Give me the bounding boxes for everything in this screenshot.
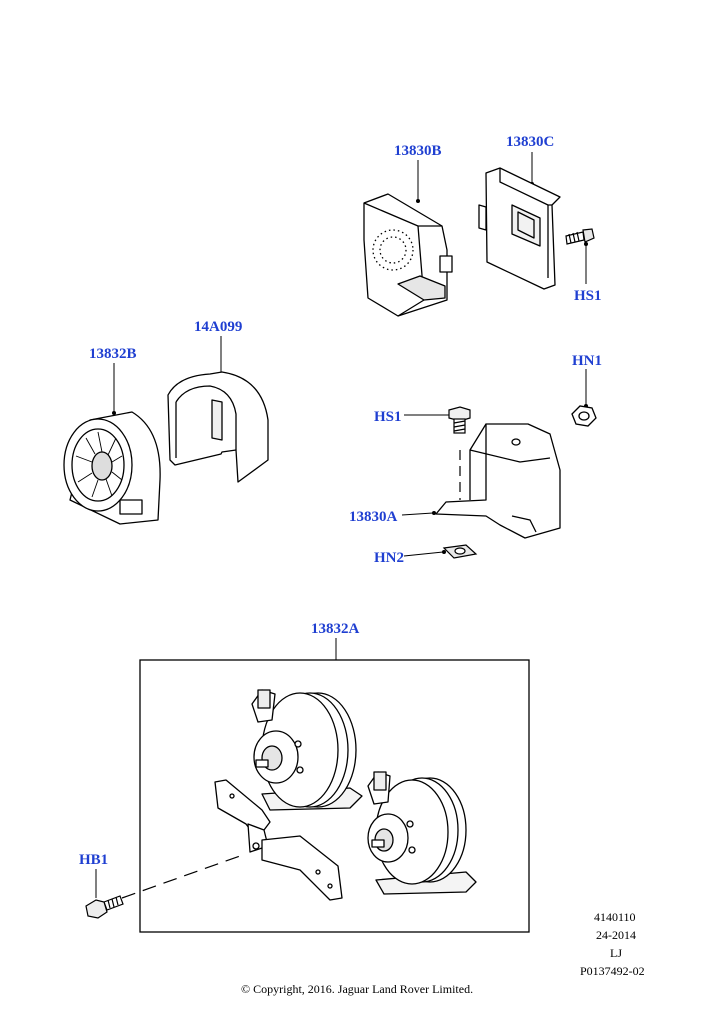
horn-low-tone — [251, 689, 363, 811]
clip-nut-HN2 — [442, 544, 478, 559]
ref-date: 24-2014 — [596, 928, 636, 942]
callout-HN2: HN2 — [374, 550, 404, 566]
screw-HS1-top — [565, 228, 595, 245]
callout-14A099: 14A099 — [194, 319, 242, 335]
kit-frame-13832A — [139, 659, 530, 933]
horn-high-tone — [367, 771, 477, 895]
leader-lines — [95, 152, 587, 898]
bracket-13830A — [435, 423, 561, 539]
ref-initials: LJ — [610, 946, 622, 960]
cover-14A099 — [167, 371, 269, 483]
horn-13832B — [63, 411, 161, 525]
nut-HN1 — [571, 405, 597, 427]
callout-HN1: HN1 — [572, 353, 602, 369]
horn-bracket — [214, 779, 343, 901]
module-13830C — [478, 167, 561, 290]
ref-illustration-id: P0137492-02 — [580, 964, 645, 978]
ref-number: 4140110 — [594, 910, 636, 924]
callout-13832B: 13832B — [89, 346, 137, 362]
callout-HS1-mid: HS1 — [374, 409, 402, 425]
module-cover-13830B — [363, 193, 453, 317]
callout-HS1-top: HS1 — [574, 288, 602, 304]
bolt-HS1-mid — [448, 406, 471, 500]
callout-13830A: 13830A — [349, 509, 398, 525]
bolt-HB1 — [85, 855, 241, 919]
copyright-notice: © Copyright, 2016. Jaguar Land Rover Lim… — [241, 982, 473, 996]
callout-13830B: 13830B — [394, 143, 442, 159]
callout-13830C: 13830C — [506, 134, 554, 150]
callout-HB1: HB1 — [79, 852, 108, 868]
callout-13832A: 13832A — [311, 621, 360, 637]
